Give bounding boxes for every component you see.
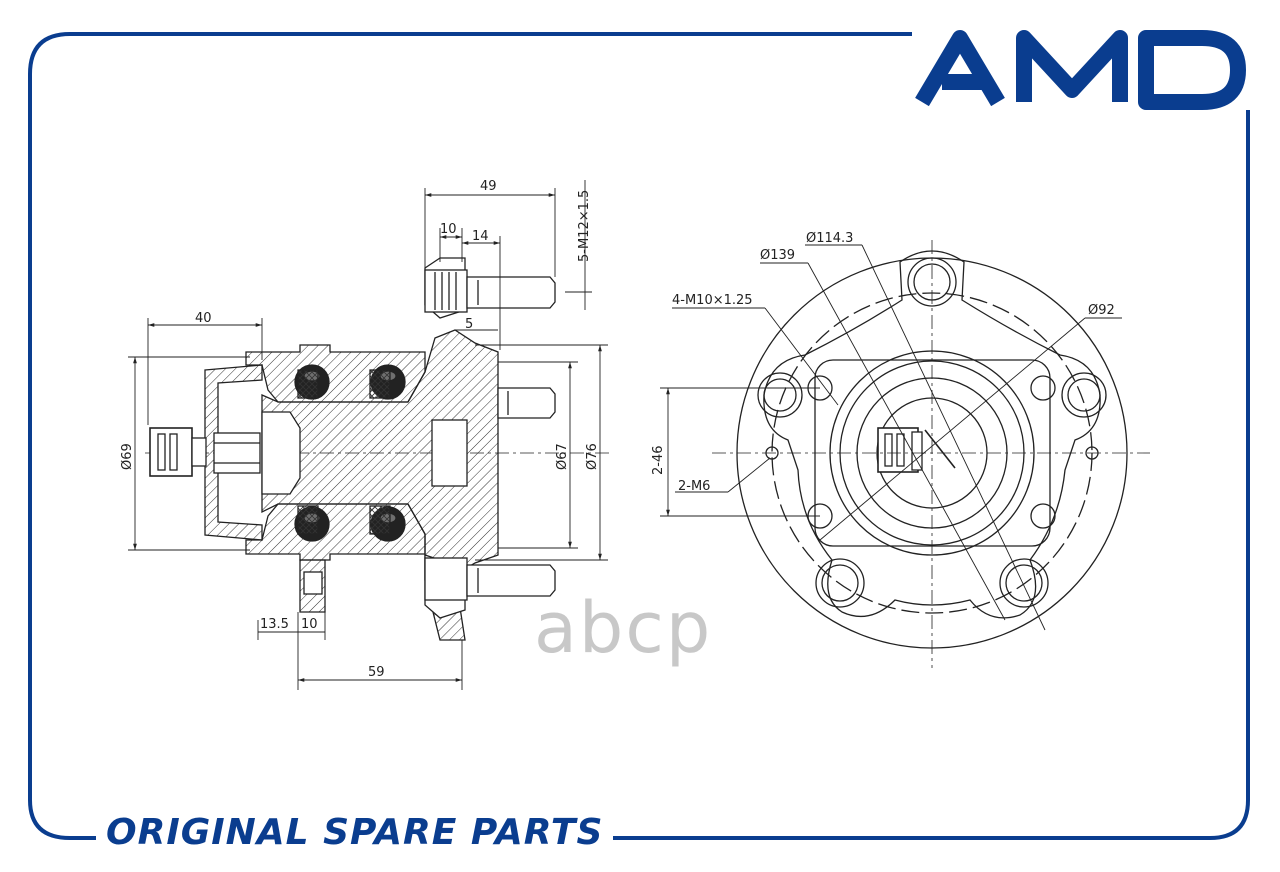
watermark-text: аbcp [534, 587, 713, 669]
front-dimension-lines [660, 244, 1122, 631]
amd-logo-icon [915, 30, 1246, 110]
dim-dia67: Ø67 [555, 443, 570, 470]
wheel-stud-top [424, 269, 556, 313]
side-view [145, 257, 610, 641]
dim-2-46: 2-46 [651, 445, 666, 475]
dim-5: 5 [465, 317, 473, 332]
side-dimension-labels: 49 10 14 5-M12×1.5 40 5 Ø69 Ø67 Ø76 13.5… [120, 179, 600, 680]
stud-hole-bottom-right [999, 558, 1049, 608]
dim-59: 59 [368, 665, 385, 680]
dim-10-top: 10 [440, 222, 457, 237]
wheel-stud-bottom [424, 557, 556, 601]
stud-hole-bottom-left [815, 558, 865, 608]
wheel-stud-middle [497, 387, 556, 419]
stud-hole-left [757, 372, 803, 418]
stud-hole-right [1061, 372, 1107, 418]
footer-tagline: ORIGINAL SPARE PARTS [96, 808, 614, 858]
dim-thread-main: 5-M12×1.5 [577, 190, 592, 262]
front-view [712, 240, 1150, 668]
dim-10-bottom: 10 [301, 617, 318, 632]
frame-border [28, 32, 1250, 840]
dim-dia139: Ø139 [760, 248, 795, 263]
dim-dia114: Ø114.3 [806, 231, 853, 246]
dim-holes-m6: 2-M6 [678, 479, 710, 494]
dim-bolts: 4-M10×1.25 [672, 293, 753, 308]
dim-40: 40 [195, 311, 212, 326]
dim-14: 14 [472, 229, 489, 244]
dim-13-5: 13.5 [260, 617, 289, 632]
dim-dia76: Ø76 [585, 443, 600, 470]
brand-logo [912, 20, 1252, 110]
front-dimension-labels: Ø139 Ø114.3 4-M10×1.25 Ø92 2-46 2-M6 [651, 231, 1115, 494]
side-dimension-lines [128, 180, 608, 690]
dim-49: 49 [480, 179, 497, 194]
dim-dia92: Ø92 [1088, 303, 1115, 318]
dim-dia69: Ø69 [120, 443, 135, 470]
